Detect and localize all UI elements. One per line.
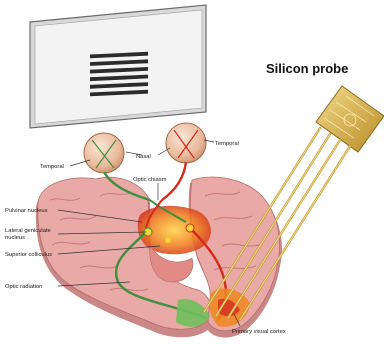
probe-title: Silicon probe <box>266 61 348 76</box>
label-temporal-right: Temporal <box>215 141 239 147</box>
label-lgn-line1: Lateral geniculate <box>5 228 51 234</box>
left-eye <box>84 133 124 173</box>
label-pulvinar: Pulvinar nucleus <box>5 208 48 214</box>
label-lgn-line2: nucleus <box>5 235 25 241</box>
label-nasal: Nasal <box>136 154 151 160</box>
label-optic-radiation: Optic radiation <box>5 284 42 290</box>
label-primary-visual-cortex: Primary visual cortex <box>232 329 286 335</box>
eyes <box>84 123 206 173</box>
monitor-screen <box>35 10 202 124</box>
lgn-dot-right <box>186 224 194 232</box>
label-superior-colliculus: Superior colliculus <box>5 252 52 258</box>
label-temporal-left: Temporal <box>40 164 64 170</box>
label-optic-chiasm: Optic chiasm <box>133 177 167 183</box>
right-eye <box>166 123 206 163</box>
stimulus-monitor <box>30 5 206 128</box>
